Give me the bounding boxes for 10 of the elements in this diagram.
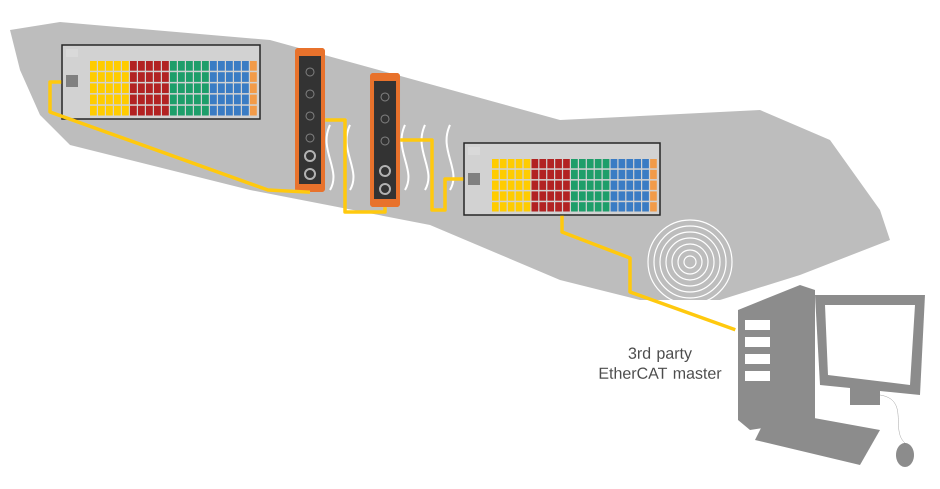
io-chassis-drawing: [463, 142, 661, 216]
cable: [560, 216, 736, 332]
computer-drawing: [738, 284, 925, 467]
io-chassis-drawing: [61, 44, 261, 120]
cable: [48, 80, 310, 194]
cable: [400, 138, 464, 212]
daq-module-drawing: [295, 48, 325, 192]
node-caption: 3rd party EtherCAT master: [600, 347, 722, 379]
daq-module-drawing: [370, 73, 400, 207]
cable: [325, 118, 387, 214]
